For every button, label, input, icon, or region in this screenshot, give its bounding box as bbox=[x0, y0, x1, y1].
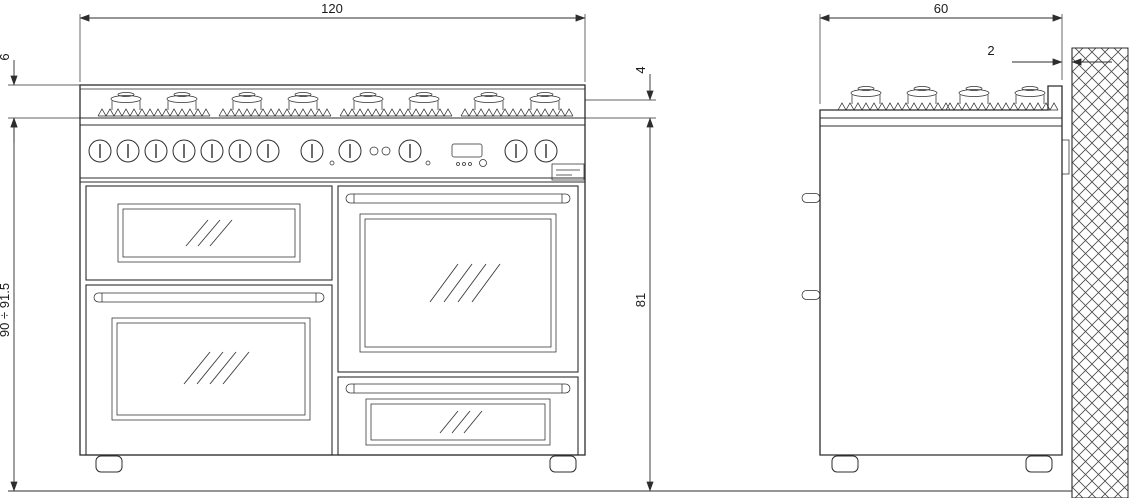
timer-button bbox=[462, 162, 466, 166]
dim-overall-height: 90 ÷ 91.5 bbox=[0, 117, 18, 492]
cooker-foot bbox=[95, 455, 123, 473]
pilot-lamp bbox=[425, 160, 431, 166]
ignition-button bbox=[369, 146, 379, 156]
front-view bbox=[8, 84, 1072, 492]
cooker-foot bbox=[549, 455, 577, 473]
side-cooktop-band bbox=[820, 117, 1062, 127]
burner-knob bbox=[172, 139, 196, 163]
wall-hatch-area bbox=[1071, 47, 1129, 498]
dim-label-depth: 60 bbox=[934, 1, 948, 16]
cooker-foot bbox=[831, 455, 859, 473]
side-view bbox=[801, 47, 1129, 498]
door-handle bbox=[345, 193, 571, 204]
timer-dial bbox=[479, 159, 487, 167]
oven-door-main-right bbox=[337, 185, 579, 373]
control-panel bbox=[88, 139, 585, 181]
brand-plate bbox=[551, 163, 585, 181]
dim-wall-clearance: 2 bbox=[987, 43, 1112, 66]
door-handle-side bbox=[801, 193, 821, 203]
burner-knob bbox=[116, 139, 140, 163]
cooktop-front-edge bbox=[80, 117, 585, 126]
wall-section bbox=[1071, 47, 1129, 498]
side-view-dimensions: 60 2 bbox=[819, 1, 1112, 104]
burner-grate-side bbox=[837, 86, 951, 111]
oven-knob bbox=[300, 139, 324, 163]
door-handle-side bbox=[801, 290, 821, 300]
dim-label-backguard-height: 6 bbox=[0, 53, 12, 60]
oven-knob bbox=[504, 139, 528, 163]
cooker-body-side bbox=[801, 85, 1070, 473]
oven-knob bbox=[534, 139, 558, 163]
glass-hatch bbox=[429, 263, 501, 303]
rear-spacer-bracket bbox=[1061, 139, 1070, 175]
burner-knob bbox=[144, 139, 168, 163]
front-view-dimensions: 120 6 90 ÷ 91.5 4 81 bbox=[0, 1, 656, 492]
dim-body-height: 81 bbox=[633, 117, 654, 492]
dim-cooktop-thickness: 4 bbox=[585, 66, 656, 119]
oven-knob bbox=[338, 139, 362, 163]
dim-label-wall-clearance: 2 bbox=[987, 43, 994, 58]
burner-knob bbox=[200, 139, 224, 163]
dim-label-overall-height: 90 ÷ 91.5 bbox=[0, 283, 12, 337]
door-window bbox=[111, 317, 311, 421]
pilot-lamp bbox=[329, 160, 335, 166]
dim-backguard-height: 6 bbox=[0, 53, 80, 143]
burner-knob bbox=[256, 139, 280, 163]
burner-grate-side bbox=[945, 86, 1059, 111]
light-button bbox=[381, 146, 391, 156]
dim-label-body-height: 81 bbox=[633, 293, 648, 307]
side-outline bbox=[819, 85, 1063, 456]
glass-hatch bbox=[185, 219, 233, 247]
storage-drawer-right bbox=[337, 376, 579, 456]
glass-hatch bbox=[183, 351, 250, 385]
oven-knob bbox=[398, 139, 422, 163]
timer-button bbox=[456, 162, 460, 166]
oven-door-top-left bbox=[85, 185, 333, 281]
control-panel-bottom-edge bbox=[80, 177, 585, 183]
drawer-window bbox=[365, 398, 551, 446]
door-window bbox=[359, 213, 557, 353]
glass-hatch bbox=[439, 410, 483, 434]
door-handle bbox=[93, 292, 325, 303]
burner-knob bbox=[228, 139, 252, 163]
oven-door-bottom-left bbox=[85, 284, 333, 456]
burner-knob bbox=[88, 139, 112, 163]
drawer-handle bbox=[345, 383, 571, 394]
dim-label-cooktop-thickness: 4 bbox=[633, 66, 648, 73]
cooker-foot bbox=[1025, 455, 1053, 473]
timer-display bbox=[451, 143, 483, 158]
timer-button bbox=[468, 162, 472, 166]
dim-depth: 60 bbox=[819, 1, 1063, 104]
dim-width: 120 bbox=[79, 1, 586, 82]
door-window bbox=[117, 203, 301, 263]
dim-label-width: 120 bbox=[321, 1, 343, 16]
